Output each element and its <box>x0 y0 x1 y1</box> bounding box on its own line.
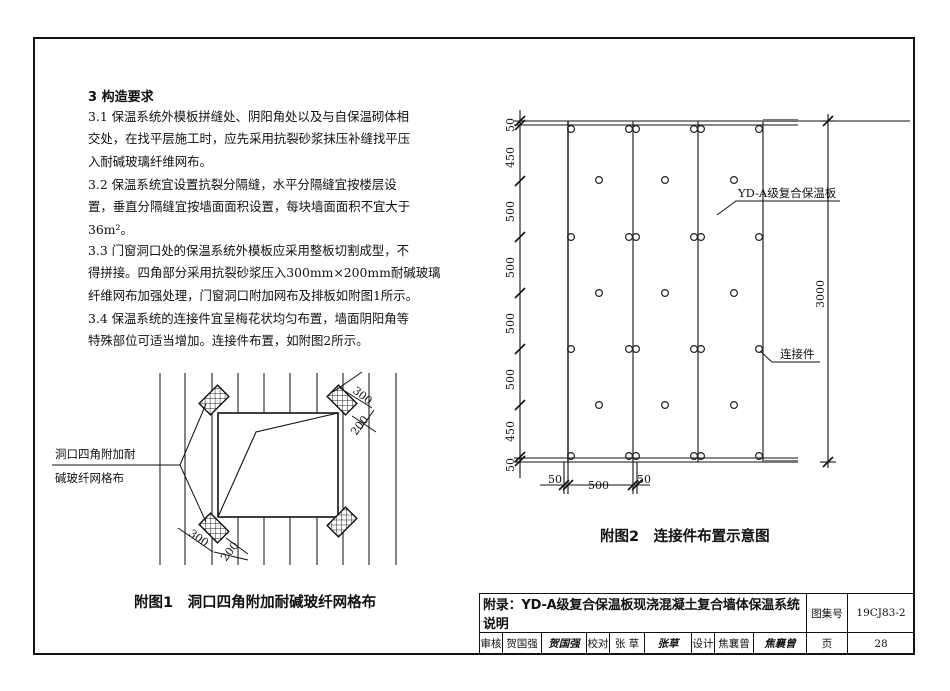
connector-row-1 <box>566 124 764 133</box>
drawing-title: 附录：YD-A级复合保温板现浇混凝土复合墙体保温系统说明 <box>479 593 807 633</box>
paragraph-3-1: 3.1 保温系统外模板拼缝处、阴阳角处以及与自保温砌体相 交处，在找平层施工时，… <box>88 109 411 169</box>
vdim-450-top: 450 <box>504 147 517 168</box>
designer-signature: 焦襄曾 <box>753 632 807 655</box>
vdim-50-bottom: 50 <box>504 458 517 472</box>
page-number: 28 <box>847 632 915 655</box>
bottom-dim-50-left: 50 <box>548 473 562 486</box>
figure1-caption: 附图1 洞口四角附加耐碱玻纤网格布 <box>134 595 377 611</box>
connector-row-6 <box>594 401 739 410</box>
mesh-leader-lines <box>52 403 207 523</box>
vdim-50-top: 50 <box>504 118 517 132</box>
reviewer-name: 贺国强 <box>502 632 542 655</box>
edge-trim-bars <box>763 119 798 463</box>
panel-label: YD-A级复合保温板 <box>737 186 837 200</box>
figure2-caption: 附图2 连接件布置示意图 <box>600 529 770 545</box>
corner-mesh-top-right <box>326 384 358 416</box>
page-label: 页 <box>806 632 848 655</box>
checker-signature: 张草 <box>644 632 692 655</box>
connector-row-2 <box>594 176 739 185</box>
design-label: 设计 <box>691 632 715 655</box>
vdim-500-d: 500 <box>504 369 517 390</box>
corner-mesh-top-left <box>198 384 230 416</box>
paragraph-3-3: 3.3 门窗洞口处的保温系统外模板应采用整板切割成型，不 得拼接。四角部分采用抗… <box>88 243 441 303</box>
designer-name: 焦襄曾 <box>714 632 754 655</box>
drawing-frame <box>33 37 915 655</box>
connector-row-5 <box>566 345 764 354</box>
figure2-leaders <box>716 200 840 363</box>
title-block: 附录：YD-A级复合保温板现浇混凝土复合墙体保温系统说明 图集号 19CJ83-… <box>479 593 915 655</box>
section-heading: 3 构造要求 <box>88 90 154 105</box>
mesh-label-line2: 碱玻纤网格布 <box>55 471 124 485</box>
connector-row-4 <box>594 289 739 298</box>
vdim-500-a: 500 <box>504 201 517 222</box>
paragraph-3-4: 3.4 保温系统的连接件宜呈梅花状均匀布置，墙面阴阳角等 特殊部位可适当增加。连… <box>88 311 410 349</box>
bottom-dim-50-right: 50 <box>637 473 651 486</box>
connector-row-7 <box>566 452 764 461</box>
checker-name: 张 草 <box>609 632 645 655</box>
vdim-450-bottom: 450 <box>504 421 517 442</box>
vdim-500-c: 500 <box>504 313 517 334</box>
paragraph-3-2: 3.2 保温系统宜设置抗裂分隔缝，水平分隔缝宜按楼层设 置，垂直分隔缝宜按墙面面… <box>88 177 411 237</box>
atlas-label: 图集号 <box>806 593 848 633</box>
vdim-500-b: 500 <box>504 257 517 278</box>
figure2-drawing: 50 450 500 500 500 500 450 50 3000 50 50… <box>504 110 910 494</box>
connector-label: 连接件 <box>780 347 815 361</box>
connector-dots <box>566 124 764 461</box>
atlas-number: 19CJ83-2 <box>847 593 915 633</box>
window-opening <box>217 412 339 518</box>
figure1-dimension-lines <box>177 371 377 561</box>
connector-row-3 <box>566 233 764 242</box>
corner-mesh-bottom-right <box>326 506 358 538</box>
figure1-drawing: 300 200 300 200 洞口四角附加耐 碱玻纤网格布 <box>52 371 397 565</box>
mesh-label-line1: 洞口四角附加耐 <box>55 447 136 461</box>
total-height-dim: 3000 <box>814 280 827 308</box>
reviewer-signature: 贺国强 <box>541 632 587 655</box>
review-label: 审核 <box>479 632 503 655</box>
bottom-dim-500: 500 <box>588 479 609 492</box>
dim-top-200: 200 <box>348 413 371 438</box>
opening-swing-lines <box>217 412 339 518</box>
check-label: 校对 <box>586 632 610 655</box>
